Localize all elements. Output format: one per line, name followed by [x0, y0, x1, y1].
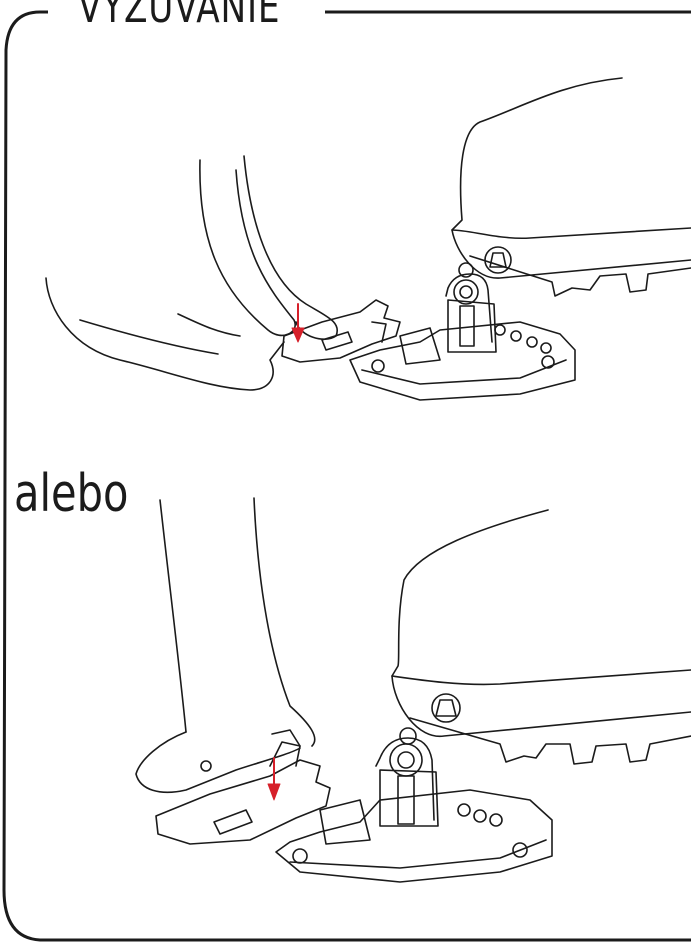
push-down-arrow-icon — [292, 304, 304, 342]
ski-boot — [392, 510, 691, 764]
pole-release-illustration — [0, 470, 691, 910]
section-title: VYZUVANIE — [78, 0, 280, 30]
boot-buckle-icon — [485, 247, 511, 273]
push-down-arrow-icon — [268, 758, 280, 800]
boot-buckle-icon — [432, 694, 460, 722]
ski-pole — [136, 498, 315, 792]
ski-boot — [452, 78, 691, 296]
pole-grip-icon — [201, 761, 211, 771]
hand — [46, 156, 337, 390]
hand-release-illustration — [0, 60, 691, 430]
binding-body — [276, 728, 552, 882]
release-lever — [156, 742, 330, 844]
